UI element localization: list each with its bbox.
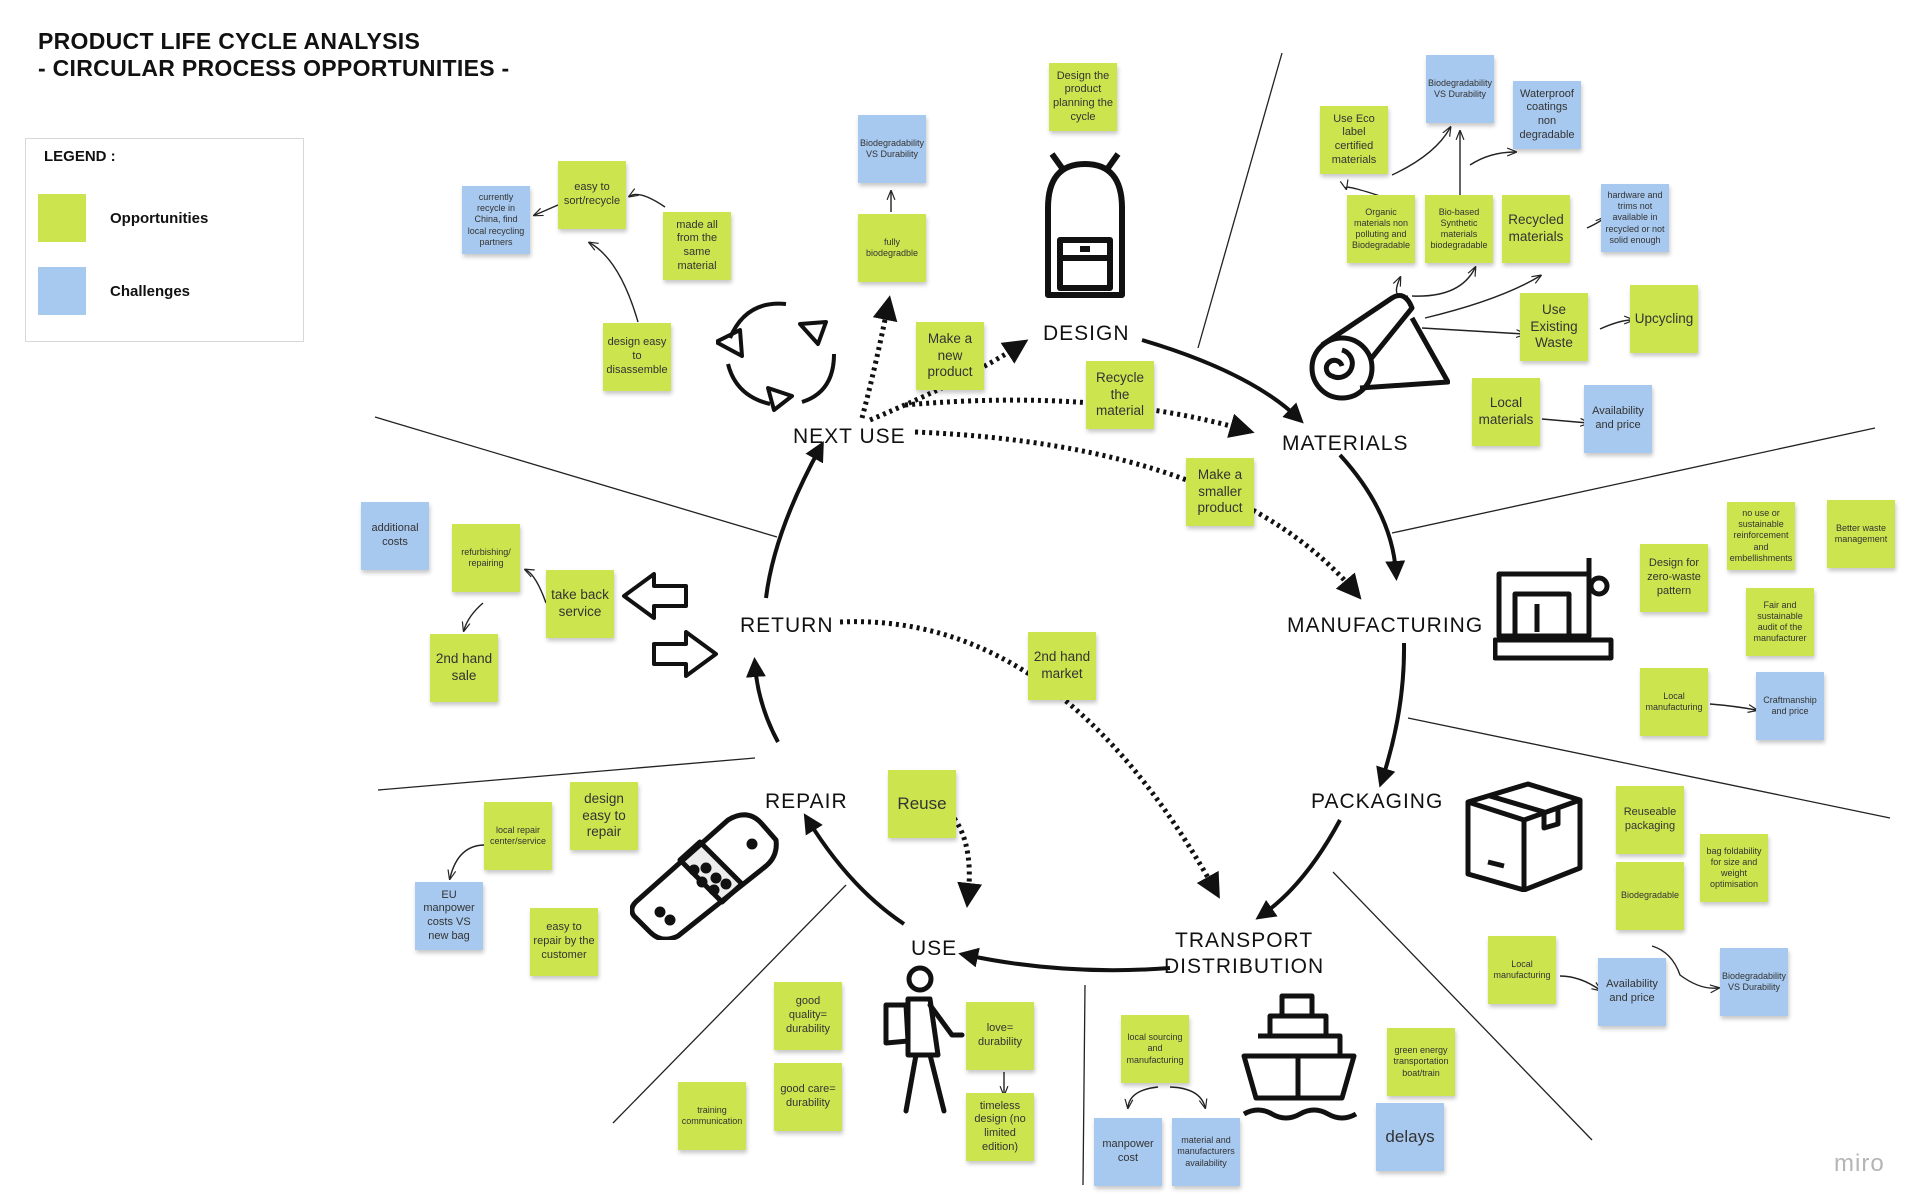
legend-panel: LEGEND : Opportunities Challenges: [25, 138, 304, 342]
note-use-eco-label[interactable]: Use Eco label certified materials: [1320, 106, 1388, 174]
note-organic-materials[interactable]: Organic materials non polluting and Biod…: [1347, 195, 1415, 263]
stage-repair: REPAIR: [765, 790, 848, 813]
note-design-easy-disassemble[interactable]: design easy to disassemble: [603, 323, 671, 391]
legend-opportunity-swatch: [38, 194, 86, 242]
note-delays[interactable]: delays: [1376, 1103, 1444, 1171]
miro-watermark: miro: [1834, 1150, 1885, 1177]
note-made-all-same-material[interactable]: made all from the same material: [663, 212, 731, 280]
note-manpower-cost[interactable]: manpower cost: [1094, 1118, 1162, 1186]
note-upcycling[interactable]: Upcycling: [1630, 285, 1698, 353]
note-local-materials[interactable]: Local materials: [1472, 378, 1540, 446]
stage-use: USE: [911, 937, 958, 960]
note-biodegradability-materials[interactable]: Biodegradability VS Durability: [1426, 55, 1494, 123]
stage-materials: MATERIALS: [1282, 432, 1409, 455]
note-use-existing-waste[interactable]: Use Existing Waste: [1520, 293, 1588, 361]
note-second-hand-market[interactable]: 2nd hand market: [1028, 632, 1096, 700]
title-line-1: PRODUCT LIFE CYCLE ANALYSIS: [38, 28, 421, 54]
recycle-arrows-icon: [716, 301, 836, 412]
title-line-2: - CIRCULAR PROCESS OPPORTUNITIES -: [38, 55, 510, 81]
legend-challenges-label: Challenges: [110, 283, 191, 300]
note-make-new-product[interactable]: Make a new product: [916, 322, 984, 390]
note-fair-audit[interactable]: Fair and sustainable audit of the manufa…: [1746, 588, 1814, 656]
note-recycle-material[interactable]: Recycle the material: [1086, 361, 1154, 429]
bandage-icon: [630, 812, 779, 940]
note-hardware-trims[interactable]: hardware and trims not available in recy…: [1601, 184, 1669, 252]
hiker-icon: [883, 965, 965, 1114]
note-reuse[interactable]: Reuse: [888, 770, 956, 838]
legend-opportunities-label: Opportunities: [110, 210, 209, 227]
note-local-manufacturing[interactable]: Local manufacturing: [1640, 668, 1708, 736]
fabric-roll-icon: [1309, 293, 1450, 401]
box-icon: [1465, 781, 1583, 892]
note-fully-biodegradable[interactable]: fully biodegradble: [858, 214, 926, 282]
note-biodegradability-next-use[interactable]: Biodegradability VS Durability: [858, 115, 926, 183]
note-take-back-service[interactable]: take back service: [546, 570, 614, 638]
legend-challenge-swatch: [38, 267, 86, 315]
note-recycled-materials[interactable]: Recycled materials: [1502, 195, 1570, 263]
backpack-icon: [1045, 152, 1125, 298]
note-no-use-reinforcement[interactable]: no use or sustainable reinforcement and …: [1727, 502, 1795, 570]
stage-transport-distribution: TRANSPORT DISTRIBUTION: [1164, 929, 1325, 978]
note-good-quality-durability[interactable]: good quality= durability: [774, 982, 842, 1050]
sewing-machine-icon: [1493, 558, 1614, 661]
note-better-waste-management[interactable]: Better waste management: [1827, 500, 1895, 568]
note-reuseable-packaging[interactable]: Reuseable packaging: [1616, 786, 1684, 854]
note-love-durability[interactable]: love= durability: [966, 1002, 1034, 1070]
main-cycle-arrows: [745, 338, 1407, 973]
note-availability-price-materials[interactable]: Availability and price: [1584, 385, 1652, 453]
note-refurbishing-repairing[interactable]: refurbishing/ repairing: [452, 524, 520, 592]
ship-icon: [1241, 993, 1358, 1121]
exchange-arrows-icon: [622, 572, 718, 678]
stage-next-use: NEXT USE: [793, 425, 906, 448]
legend-heading: LEGEND :: [44, 148, 116, 165]
note-bag-foldability[interactable]: bag foldability for size and weight opti…: [1700, 834, 1768, 902]
note-availability-price-packaging[interactable]: Availability and price: [1598, 958, 1666, 1026]
note-good-care-durability[interactable]: good care= durability: [774, 1063, 842, 1131]
note-biodegradable-packaging[interactable]: Biodegradable: [1616, 862, 1684, 930]
note-easy-sort-recycle[interactable]: easy to sort/recycle: [558, 161, 626, 229]
stage-return: RETURN: [740, 614, 834, 637]
note-currently-recycle-china[interactable]: currently recycle in China, find local r…: [462, 186, 530, 254]
note-easy-repair-customer[interactable]: easy to repair by the customer: [530, 908, 598, 976]
note-local-repair-center[interactable]: local repair center/service: [484, 802, 552, 870]
note-additional-costs[interactable]: additional costs: [361, 502, 429, 570]
stage-packaging: PACKAGING: [1311, 790, 1444, 813]
note-make-smaller-product[interactable]: Make a smaller product: [1186, 458, 1254, 526]
note-craftmanship-price[interactable]: Craftmanship and price: [1756, 672, 1824, 740]
diagram-title: PRODUCT LIFE CYCLE ANALYSIS - CIRCULAR P…: [38, 28, 510, 82]
radial-divider-lines: [374, 52, 1891, 1186]
note-waterproof-coatings[interactable]: Waterproof coatings non degradable: [1513, 81, 1581, 149]
note-timeless-design[interactable]: timeless design (no limited edition): [966, 1093, 1034, 1161]
note-design-planning[interactable]: Design the product planning the cycle: [1049, 63, 1117, 131]
note-material-manufacturers-availability[interactable]: material and manufacturers availability: [1172, 1118, 1240, 1186]
note-zero-waste-pattern[interactable]: Design for zero-waste pattern: [1640, 544, 1708, 612]
stage-manufacturing: MANUFACTURING: [1287, 614, 1484, 637]
note-local-manufacturing-packaging[interactable]: Local manufacturing: [1488, 936, 1556, 1004]
stage-design: DESIGN: [1043, 322, 1130, 345]
note-local-sourcing[interactable]: local sourcing and manufacturing: [1121, 1015, 1189, 1083]
note-training-communication[interactable]: training communication: [678, 1082, 746, 1150]
note-biodegradability-packaging[interactable]: Biodegradability VS Durability: [1720, 948, 1788, 1016]
note-eu-manpower-costs[interactable]: EU manpower costs VS new bag: [415, 882, 483, 950]
note-bio-based-materials[interactable]: Bio-based Synthetic materials biodegrada…: [1425, 195, 1493, 263]
note-green-energy-transport[interactable]: green energy transportation boat/train: [1387, 1028, 1455, 1096]
note-design-easy-repair[interactable]: design easy to repair: [570, 782, 638, 850]
note-second-hand-sale[interactable]: 2nd hand sale: [430, 634, 498, 702]
